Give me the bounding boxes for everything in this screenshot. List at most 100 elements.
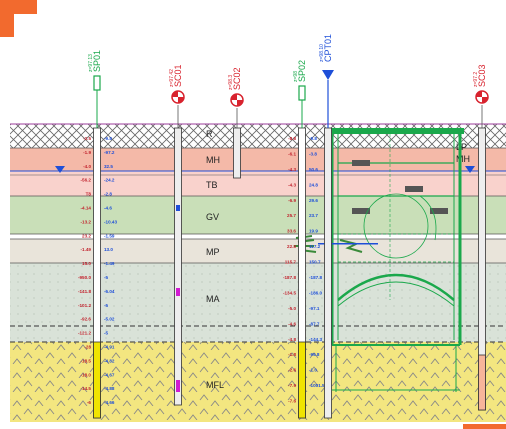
borehole-name: SC02 (232, 67, 242, 90)
borehole-name: SC01 (173, 64, 183, 87)
layer-band-MFL (10, 342, 506, 422)
depth-value: 23.2 (82, 233, 91, 238)
depth-value: -186.0 (309, 290, 322, 295)
layer-label-MP: MP (206, 247, 220, 257)
depth-value: -950.0 (78, 275, 91, 280)
depth-value: 24.8 (309, 182, 318, 187)
depth-value: -97.2 (104, 150, 115, 155)
depth-value: -5 (104, 275, 109, 280)
borehole-elevation: z=98.3 (228, 75, 234, 90)
depth-value: -28 (84, 345, 91, 350)
depth-value: 29.6 (309, 198, 318, 203)
sp-marker-icon (93, 75, 101, 91)
depth-value: -4.6 (288, 321, 296, 326)
borehole-elevation: z=98.10 (319, 44, 325, 62)
depth-value: -24.2 (104, 178, 115, 183)
depth-value: -10.43 (104, 219, 117, 224)
depth-value: T8 (86, 192, 92, 197)
corner-accent-left (0, 0, 14, 37)
depth-value: -1.49 (81, 247, 92, 252)
depth-value: -4.66 (104, 400, 115, 405)
layer-band-gap-2 (10, 234, 506, 239)
depth-value: -13.2 (81, 219, 92, 224)
depth-value: -4.3 (288, 167, 296, 172)
borehole-name: SC03 (477, 64, 487, 87)
depth-value: 32.5 (104, 164, 113, 169)
depth-value: -1.59 (104, 233, 115, 238)
depth-value: -1.0 (309, 368, 317, 373)
layer-band-MH (10, 148, 506, 171)
depth-value: 19.9 (309, 229, 318, 234)
depth-value: -2.5 (83, 136, 91, 141)
depth-value: -9.8 (309, 136, 317, 141)
sp-marker-icon (298, 85, 306, 101)
depth-value: -1001.5 (309, 383, 325, 388)
depth-value: -7.9 (288, 383, 296, 388)
depth-value: -4.0 (83, 164, 91, 169)
depth-value: -18.5 (81, 358, 92, 363)
depth-value: -121.2 (78, 331, 91, 336)
depth-value: -8.8 (288, 136, 296, 141)
depth-value: -5.0 (288, 306, 296, 311)
borehole-elevation: z=97.2 (473, 72, 479, 87)
depth-value: -95.8 (309, 352, 320, 357)
borehole-elevation: z=97.13 (88, 54, 94, 72)
depth-value: -4.6 (104, 206, 112, 211)
depth-value: -6.9 (288, 198, 296, 203)
layer-band-GV (10, 196, 506, 234)
depth-value: -92.6 (81, 317, 92, 322)
depth-value: -3.8 (309, 151, 317, 156)
depth-value: -6.1 (288, 151, 296, 156)
depth-value: -101.2 (78, 303, 91, 308)
depth-value: -1.8 (288, 352, 296, 357)
depth-value: -5.02 (104, 317, 115, 322)
depth-value: 22.8 (287, 244, 296, 249)
depth-value: 150.7 (309, 260, 321, 265)
water-table-icon (55, 166, 475, 173)
depth-value: -2.6 (288, 368, 296, 373)
depth-value: -9.8 (104, 136, 112, 141)
depth-value: -4.82 (104, 358, 115, 363)
depth-value: -4.67 (104, 372, 115, 377)
depth-value: -18.0 (81, 372, 92, 377)
depth-value: -7.6 (288, 399, 296, 404)
corner-accent-bottom (463, 424, 506, 429)
depth-value: -87.7 (309, 321, 320, 326)
depth-value: -6.04 (104, 289, 115, 294)
borehole-elevation: z=97.42 (169, 69, 175, 87)
layer-label-LP-right: LP (456, 142, 467, 152)
depth-value: 15.0 (82, 261, 91, 266)
depth-value: 13.0 (104, 247, 113, 252)
depth-value: 50.6 (309, 167, 318, 172)
depth-value: -14.5 (81, 386, 92, 391)
borehole-name: SP02 (297, 60, 307, 82)
borehole-name: CPT01 (323, 34, 333, 62)
depth-value: -4.14 (81, 206, 92, 211)
layer-label-MH-right: MH (456, 154, 470, 164)
depth-value: -4.3 (288, 182, 296, 187)
depth-value: -144.3 (309, 337, 322, 342)
depth-value: -5 (104, 303, 109, 308)
depth-value: -6 (87, 400, 92, 405)
layer-label-TB: TB (206, 180, 218, 190)
depth-value: 117.2 (309, 244, 321, 249)
depth-value: -2.8 (104, 192, 112, 197)
depth-value: 23.7 (309, 213, 318, 218)
depth-value: 25.7 (287, 213, 296, 218)
borehole-name: SP01 (92, 50, 102, 72)
depth-value: -1.9 (83, 150, 91, 155)
layer-band-MA (10, 263, 506, 342)
depth-value: -187.8 (309, 275, 322, 280)
depth-value: -5 (104, 331, 109, 336)
depth-value: 115.7 (285, 260, 297, 265)
depth-value: -4.8 (288, 337, 296, 342)
depth-value: -97.1 (309, 306, 320, 311)
